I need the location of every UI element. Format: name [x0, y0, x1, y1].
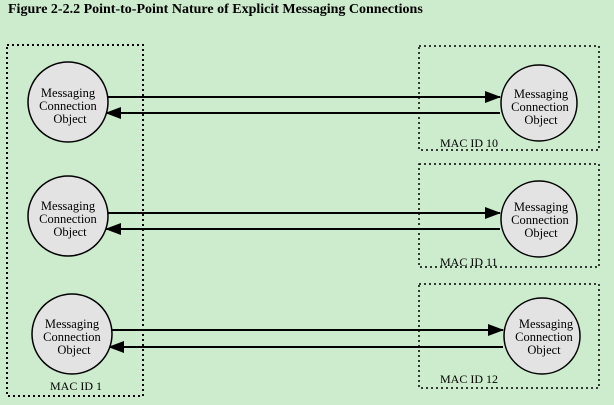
node-label-line: Connection [39, 212, 97, 226]
messaging-connection-object-node: Messaging Connection Object [500, 180, 578, 258]
right-group-box-2 [418, 163, 600, 268]
node-label-line: Object [53, 112, 87, 126]
right-group-label-2: MAC ID 11 [440, 255, 498, 269]
left-group-box [6, 44, 144, 397]
node-label-line: Connection [511, 213, 569, 227]
node-label-line: Messaging [41, 199, 96, 213]
left-group-label: MAC ID 1 [50, 379, 102, 393]
node-label-line: Object [524, 113, 558, 127]
right-group-label-3: MAC ID 12 [440, 372, 498, 386]
node-label-line: Object [524, 226, 558, 240]
node-label-line: Messaging [45, 317, 100, 331]
node-label-line: Messaging [514, 87, 569, 101]
messaging-connection-object-node: Messaging Connection Object [27, 175, 109, 257]
node-label-line: Connection [39, 99, 97, 113]
right-group-box-3 [418, 283, 600, 389]
right-group-label-1: MAC ID 10 [440, 136, 498, 150]
messaging-connection-object-node: Messaging Connection Object [503, 297, 581, 375]
node-label-line: Messaging [41, 86, 96, 100]
node-label-line: Object [57, 343, 91, 357]
node-label-line: Messaging [519, 317, 574, 331]
node-label-line: Messaging [514, 200, 569, 214]
messaging-connection-object-node: Messaging Connection Object [27, 61, 109, 143]
messaging-connection-object-node: Messaging Connection Object [31, 293, 113, 375]
node-label-line: Connection [43, 330, 101, 344]
node-label-line: Connection [515, 330, 573, 344]
node-label-line: Object [53, 225, 87, 239]
messaging-connection-object-node: Messaging Connection Object [500, 64, 578, 142]
node-label-line: Object [527, 343, 561, 357]
figure-title: Figure 2-2.2 Point-to-Point Nature of Ex… [8, 2, 423, 17]
node-label-line: Connection [511, 100, 569, 114]
